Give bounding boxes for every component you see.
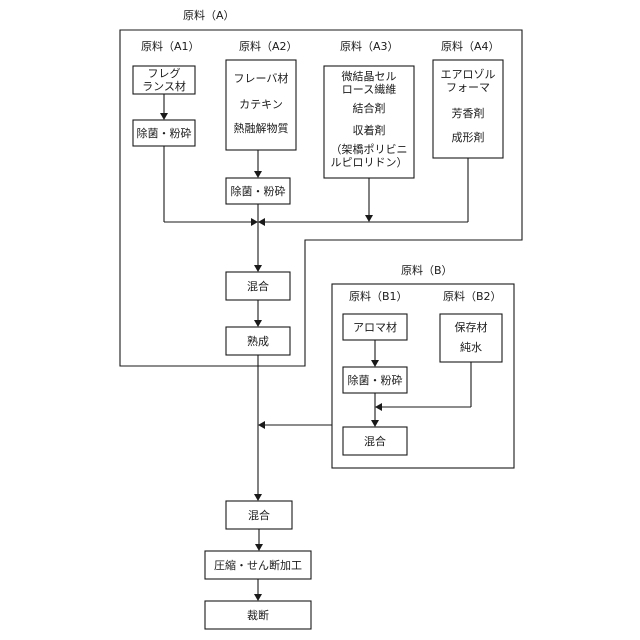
a2-process-label: 除菌・粉砕: [231, 184, 286, 198]
b-mix-label: 混合: [364, 434, 386, 448]
a4-material-line-2: フォーマ: [446, 81, 490, 94]
final-mix-to-compress-arrowhead: [255, 544, 263, 551]
a1-material-line-2: ランス材: [142, 79, 186, 93]
a4-label: 原料（A4）: [441, 39, 500, 53]
a-mix-label: 混合: [247, 279, 269, 293]
b1-to-process-arrowhead: [371, 360, 379, 367]
b1-label: 原料（B1）: [349, 289, 408, 303]
compress-to-cut-arrowhead: [254, 594, 262, 601]
a4-material-line-1: エアロゾル: [441, 68, 496, 81]
a4-merge-arrowhead: [258, 218, 265, 226]
group-b-label: 原料（B）: [401, 263, 453, 277]
a3-material-line-2: ロース繊維: [342, 83, 396, 96]
b2-material-line-1: 保存材: [455, 320, 488, 334]
a3-material-line-1: 微結晶セル: [342, 69, 397, 83]
b-to-main-arrowhead: [258, 421, 265, 429]
a3-material-line-6: ルピロリドン）: [331, 156, 408, 169]
merge-to-a-mix-arrowhead: [254, 265, 262, 272]
a-age-label: 熟成: [247, 334, 269, 348]
a3-material-line-3: 結合剤: [353, 101, 386, 115]
main-to-final-mix-arrowhead: [254, 494, 262, 501]
a2-material-line-1: フレーバ材: [234, 71, 289, 85]
b-to-mix-arrowhead: [371, 420, 379, 427]
b2-material-line-2: 純水: [460, 341, 482, 354]
a-mix-to-age-arrowhead: [254, 320, 262, 327]
a1-label: 原料（A1）: [141, 39, 200, 53]
a4-material-line-4: 成形剤: [452, 130, 485, 144]
a4-material-line-3: 芳香剤: [452, 106, 485, 120]
a2-material-line-2: カテキン: [239, 98, 283, 111]
final-mix-label: 混合: [248, 508, 270, 522]
a2-to-process-arrowhead: [254, 171, 262, 178]
a1-to-process-arrowhead: [160, 113, 168, 120]
b2-merge-arrowhead: [375, 403, 382, 411]
a3-material-line-5: （架橋ポリビニ: [331, 142, 408, 156]
a3-material-line-4: 収着剤: [353, 123, 386, 137]
b1-process-label: 除菌・粉砕: [348, 373, 403, 387]
cut-label: 裁断: [247, 608, 269, 622]
a3-down-arrowhead: [365, 215, 373, 222]
b1-material-label: アロマ材: [353, 320, 397, 334]
compress-label: 圧縮・せん断加工: [214, 558, 302, 572]
a2-material-line-3: 熱融解物質: [234, 121, 289, 135]
a2-label: 原料（A2）: [239, 39, 298, 53]
a3-label: 原料（A3）: [340, 39, 399, 53]
a1-merge-arrowhead: [251, 218, 258, 226]
a1-process-label: 除菌・粉砕: [137, 126, 192, 140]
group-a-label: 原料（A）: [183, 8, 235, 22]
b2-label: 原料（B2）: [443, 289, 502, 303]
a1-material-line-1: フレグ: [148, 66, 181, 80]
